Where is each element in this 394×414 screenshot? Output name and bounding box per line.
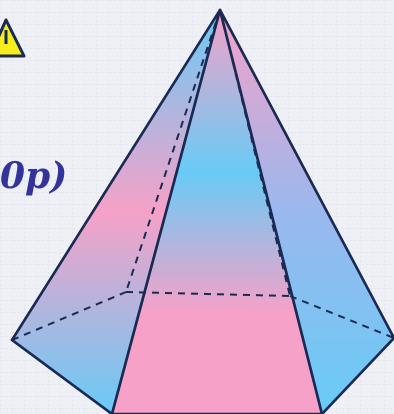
left-caption-fragment: 0p) <box>0 155 68 197</box>
warning-triangle-icon <box>0 18 26 58</box>
visible-edges <box>10 8 394 414</box>
